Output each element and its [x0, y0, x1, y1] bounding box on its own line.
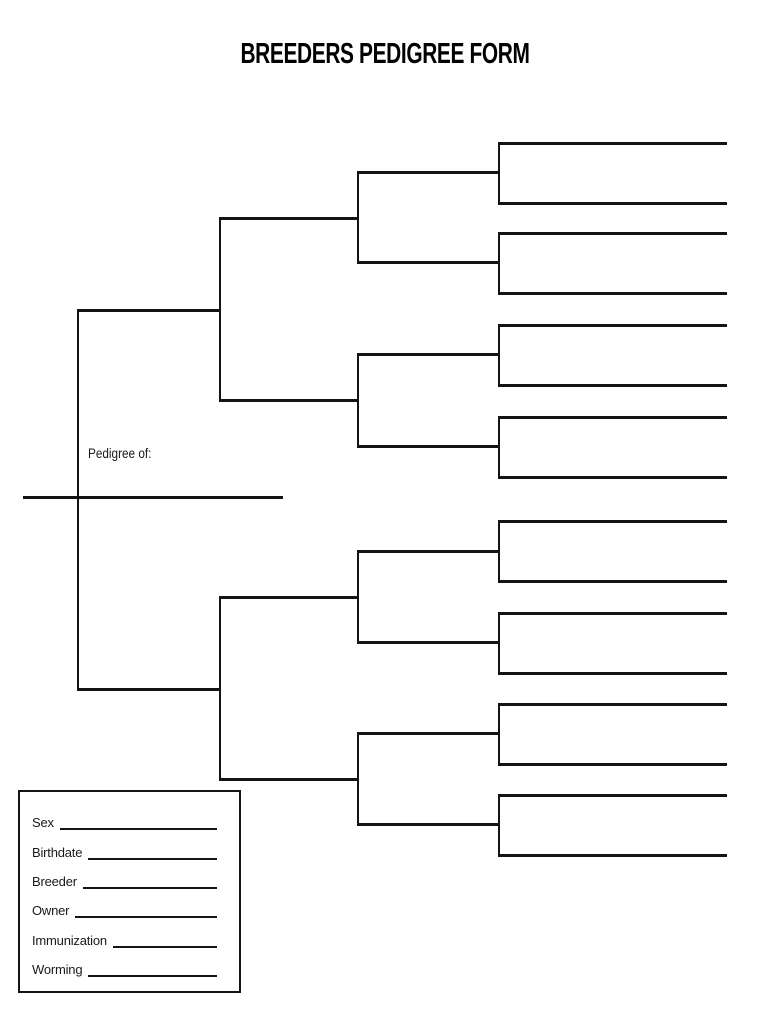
- subject-label: Pedigree of:: [88, 445, 152, 461]
- name-line-sdds[interactable]: [499, 415, 727, 419]
- name-line-ddd[interactable]: [358, 822, 500, 826]
- name-line-ss[interactable]: [219, 216, 359, 220]
- name-line-sssd[interactable]: [499, 201, 727, 205]
- birthdate-fill-line[interactable]: [88, 858, 217, 860]
- sex-fill-line[interactable]: [59, 828, 217, 830]
- worming-fill-line[interactable]: [88, 975, 217, 977]
- connector-dam-parents: [219, 595, 221, 781]
- connector-subject-parents: [77, 308, 79, 691]
- connector-ddd-parents: [498, 793, 500, 857]
- breeder-label: Breeder: [32, 874, 77, 889]
- sex-label: Sex: [32, 815, 54, 830]
- connector-dsd-parents: [498, 611, 500, 675]
- info-row-sex: Sex: [32, 810, 217, 831]
- name-line-sire[interactable]: [78, 308, 221, 312]
- connector-ds-parents: [357, 549, 359, 644]
- page-title: BREEDERS PEDIGREE FORM: [240, 38, 530, 70]
- connector-ss-parents: [357, 170, 359, 264]
- connector-sss-parents: [498, 141, 500, 205]
- name-line-dddd[interactable]: [499, 853, 727, 857]
- connector-sdd-parents: [498, 415, 500, 479]
- name-line-dds[interactable]: [358, 731, 500, 735]
- name-line-ddsd[interactable]: [499, 762, 727, 766]
- name-line-dssd[interactable]: [499, 579, 727, 583]
- name-line-ssdd[interactable]: [499, 291, 727, 295]
- info-row-owner: Owner: [32, 898, 217, 919]
- name-line-sd[interactable]: [219, 398, 359, 402]
- name-line-dsss[interactable]: [499, 519, 727, 523]
- owner-fill-line[interactable]: [75, 916, 217, 918]
- immunization-fill-line[interactable]: [112, 946, 217, 948]
- name-line-ds[interactable]: [219, 595, 359, 599]
- connector-sds-parents: [498, 323, 500, 387]
- info-row-immunization: Immunization: [32, 928, 217, 949]
- name-line-ddds[interactable]: [499, 793, 727, 797]
- name-line-subject[interactable]: [23, 495, 283, 499]
- connector-dds-parents: [498, 702, 500, 766]
- birthdate-label: Birthdate: [32, 845, 83, 860]
- info-box: Sex Birthdate Breeder Owner Immunization…: [18, 790, 241, 993]
- breeder-fill-line[interactable]: [82, 887, 217, 889]
- immunization-label: Immunization: [32, 933, 107, 948]
- name-line-sdsd[interactable]: [499, 383, 727, 387]
- connector-sire-parents: [219, 216, 221, 402]
- name-line-dsd[interactable]: [358, 640, 500, 644]
- name-line-sddd[interactable]: [499, 475, 727, 479]
- name-line-dsdd[interactable]: [499, 671, 727, 675]
- name-line-sdss[interactable]: [499, 323, 727, 327]
- name-line-ddss[interactable]: [499, 702, 727, 706]
- connector-ssd-parents: [498, 231, 500, 295]
- connector-dss-parents: [498, 519, 500, 583]
- connector-dd-parents: [357, 731, 359, 826]
- name-line-sdd[interactable]: [358, 444, 500, 448]
- info-row-worming: Worming: [32, 957, 217, 978]
- info-row-birthdate: Birthdate: [32, 840, 217, 861]
- name-line-dsds[interactable]: [499, 611, 727, 615]
- name-line-ssss[interactable]: [499, 141, 727, 145]
- owner-label: Owner: [32, 903, 70, 918]
- name-line-sss[interactable]: [358, 170, 500, 174]
- connector-sd-parents: [357, 352, 359, 448]
- info-row-breeder: Breeder: [32, 869, 217, 890]
- name-line-dd[interactable]: [219, 777, 359, 781]
- name-line-ssds[interactable]: [499, 231, 727, 235]
- worming-label: Worming: [32, 962, 83, 977]
- name-line-dam[interactable]: [78, 687, 221, 691]
- name-line-sds[interactable]: [358, 352, 500, 356]
- name-line-ssd[interactable]: [358, 260, 500, 264]
- name-line-dss[interactable]: [358, 549, 500, 553]
